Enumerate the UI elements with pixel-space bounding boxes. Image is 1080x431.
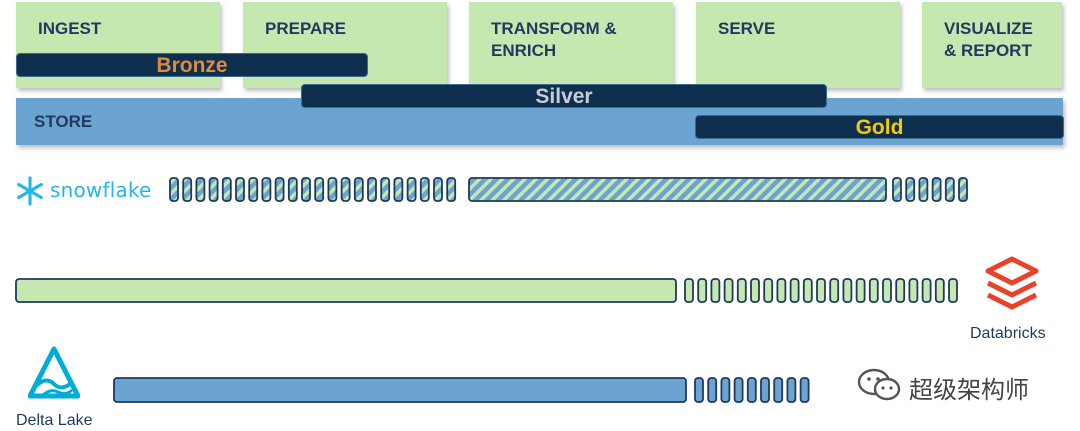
delta-lake-icon — [28, 346, 80, 399]
snowflake-partial-pill — [944, 177, 955, 202]
databricks-label: Databricks — [970, 325, 1046, 342]
stage-visualize-report: VISUALIZE & REPORT — [922, 2, 1062, 88]
snowflake-partial-pill — [905, 177, 916, 202]
deltalake-partial-pill — [760, 377, 770, 403]
databricks-partial-pill — [684, 278, 694, 303]
snowflake-partial-pill — [248, 177, 259, 202]
deltalake-partial-pill — [694, 377, 704, 403]
deltalake-partial-pill — [799, 377, 810, 403]
snowflake-partial-pill — [182, 177, 193, 202]
snowflake-partial-pill — [958, 177, 968, 202]
databricks-partial-pill — [842, 278, 853, 303]
databricks-partial-pill — [697, 278, 708, 303]
watermark-text: 超级架构师 — [909, 376, 1029, 404]
deltalake-partial-pill — [773, 377, 784, 403]
wechat-icon — [857, 368, 901, 401]
deltalake-partial-pill — [707, 377, 718, 403]
deltalake-full-bar — [113, 377, 687, 403]
deltalake-partial-pill — [720, 377, 731, 403]
snowflake-coverage-row — [169, 177, 968, 202]
deltalake-partial-pill — [733, 377, 744, 403]
stage-label: PREPARE — [265, 19, 346, 38]
snowflake-partial-pill — [314, 177, 325, 202]
snowflake-full-bar — [468, 177, 887, 202]
databricks-partial-pill — [948, 278, 958, 303]
databricks-partial-pill — [921, 278, 932, 303]
databricks-coverage-row — [15, 278, 958, 303]
tier-bronze-label: Bronze — [156, 54, 228, 77]
databricks-partial-pill — [736, 278, 747, 303]
deltalake-logo: Delta Lake — [10, 346, 110, 431]
databricks-partial-pill — [750, 278, 760, 303]
snowflake-partial-pill — [327, 177, 338, 202]
databricks-partial-pill — [868, 278, 879, 303]
snowflake-partial-pill — [380, 177, 391, 202]
snowflake-partial-pill — [446, 177, 457, 202]
tier-silver: Silver — [301, 84, 827, 108]
snowflake-partial-pill — [406, 177, 417, 202]
databricks-partial-pill — [908, 278, 919, 303]
databricks-partial-pill — [776, 278, 787, 303]
snowflake-partial-pill — [918, 177, 929, 202]
snowflake-partial-pill — [287, 177, 298, 202]
snowflake-partial-pill — [892, 177, 902, 202]
snowflake-logo: snowflake — [14, 175, 164, 206]
tier-gold: Gold — [695, 115, 1064, 139]
databricks-partial-pill — [855, 278, 866, 303]
snowflake-partial-pill — [169, 177, 179, 202]
watermark: 超级架构师 — [853, 364, 1053, 404]
snowflake-partial-pill — [208, 177, 219, 202]
snowflake-partial-pill — [393, 177, 404, 202]
stage-transform-enrich: TRANSFORM & ENRICH — [469, 2, 673, 88]
snowflake-partial-pill — [419, 177, 430, 202]
stage-label: TRANSFORM & ENRICH — [491, 19, 617, 60]
stage-label: INGEST — [38, 19, 102, 38]
databricks-partial-pill — [895, 278, 906, 303]
tier-silver-label: Silver — [535, 85, 593, 108]
snowflake-partial-pill — [931, 177, 942, 202]
databricks-partial-pill — [710, 278, 721, 303]
snowflake-icon — [17, 176, 43, 206]
stage-label: VISUALIZE & REPORT — [944, 19, 1033, 60]
snowflake-partial-pill — [367, 177, 377, 202]
databricks-full-bar — [15, 278, 677, 303]
snowflake-partial-pill — [195, 177, 206, 202]
databricks-partial-pill — [829, 278, 840, 303]
snowflake-partial-pill — [221, 177, 232, 202]
snowflake-partial-pill — [274, 177, 285, 202]
tier-gold-label: Gold — [855, 116, 904, 139]
databricks-partial-pill — [816, 278, 826, 303]
deltalake-partial-pill — [746, 377, 757, 403]
snowflake-wordmark: snowflake — [50, 178, 152, 202]
snowflake-partial-pill — [235, 177, 245, 202]
databricks-partial-pill — [802, 278, 813, 303]
tier-bronze: Bronze — [16, 53, 368, 77]
deltalake-label: Delta Lake — [16, 412, 93, 429]
snowflake-partial-pill — [433, 177, 443, 202]
snowflake-partial-pill — [353, 177, 364, 202]
databricks-partial-pill — [789, 278, 800, 303]
databricks-partial-pill — [723, 278, 734, 303]
databricks-partial-pill — [934, 278, 945, 303]
databricks-logo: Databricks — [960, 255, 1070, 350]
databricks-layers-icon — [985, 256, 1039, 310]
deltalake-partial-pill — [786, 377, 797, 403]
snowflake-partial-pill — [340, 177, 351, 202]
databricks-partial-pill — [882, 278, 892, 303]
snowflake-partial-pill — [301, 177, 311, 202]
databricks-partial-pill — [763, 278, 774, 303]
stage-serve: SERVE — [696, 2, 900, 88]
snowflake-partial-pill — [261, 177, 272, 202]
stage-label: SERVE — [718, 19, 776, 38]
store-label: STORE — [34, 112, 93, 131]
deltalake-coverage-row — [113, 377, 810, 403]
